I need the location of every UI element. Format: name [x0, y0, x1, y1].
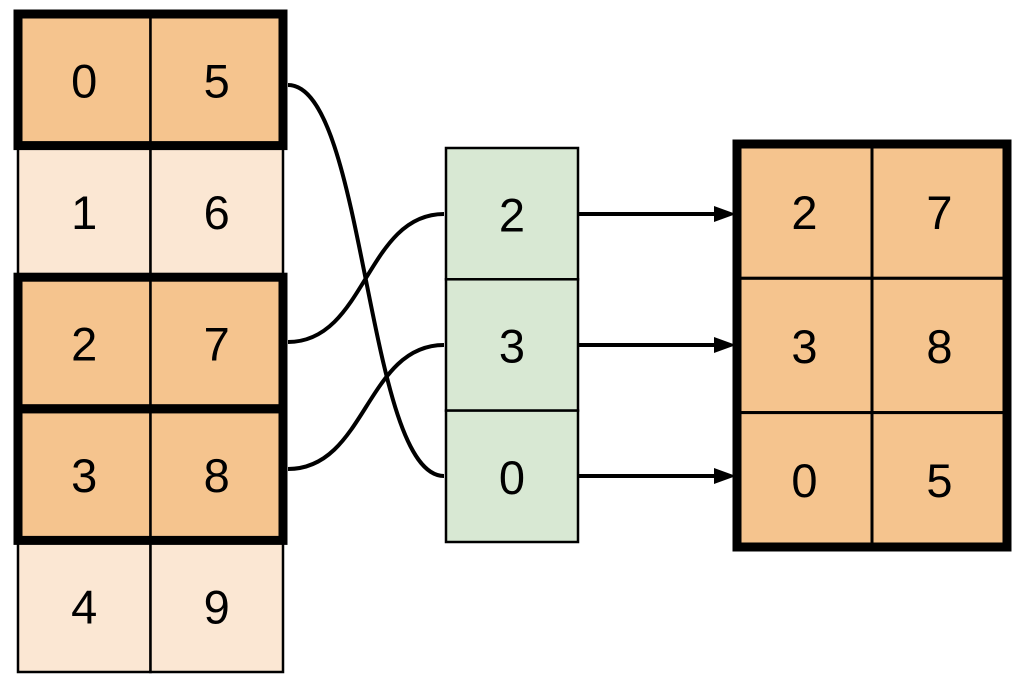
connector-row2-to-index-entry-2	[287, 212, 445, 344]
selection-outline-row-0	[13, 9, 288, 151]
source-value-0-0: 0	[71, 55, 97, 108]
source-cell-3-1	[149, 407, 285, 542]
source-value-2-1: 7	[204, 318, 230, 371]
index-cell-2	[444, 409, 580, 544]
index-to-result-arrows	[579, 206, 736, 484]
source-value-4-0: 4	[71, 581, 97, 634]
source-value-3-1: 8	[204, 449, 230, 502]
result-cell-1-1	[870, 276, 1009, 415]
index-cell-1	[444, 278, 580, 412]
source-cell-4-0	[16, 539, 152, 674]
source-value-0-1: 5	[204, 55, 230, 108]
source-value-4-1: 9	[204, 581, 230, 634]
result-table: 2 7 3 8 0 5	[732, 139, 1012, 552]
source-to-index-connectors	[287, 83, 445, 478]
source-value-1-0: 1	[71, 186, 97, 239]
result-value-2-0: 0	[791, 454, 817, 507]
arrow-head-row-2	[714, 468, 736, 484]
index-value-2: 0	[499, 451, 525, 504]
source-cell-0-1	[149, 12, 285, 147]
source-value-2-0: 2	[71, 318, 97, 371]
result-cell-0-1	[870, 142, 1009, 280]
index-cell-0	[444, 146, 580, 281]
index-value-0: 2	[499, 189, 525, 242]
result-cell-1-0	[735, 276, 874, 415]
result-value-1-0: 3	[791, 320, 817, 373]
source-cell-4-1	[149, 539, 285, 674]
result-value-1-1: 8	[926, 320, 952, 373]
result-value-0-0: 2	[791, 186, 817, 239]
source-value-3-0: 3	[71, 449, 97, 502]
arrow-head-row-1	[714, 337, 736, 353]
source-value-1-1: 6	[204, 186, 230, 239]
result-table-outline	[732, 139, 1012, 552]
source-cell-1-1	[149, 144, 285, 279]
result-value-2-1: 5	[926, 454, 952, 507]
source-cell-2-1	[149, 275, 285, 411]
result-cell-2-1	[870, 411, 1009, 549]
index-value-1: 3	[499, 320, 525, 373]
selection-outline-row-3	[13, 404, 288, 545]
connector-row3-to-index-entry-3	[287, 343, 445, 471]
result-value-0-1: 7	[926, 186, 952, 239]
source-table: 0 5 1 6 2 7 3 8 4 9	[13, 9, 288, 674]
arrow-head-row-0	[714, 206, 736, 222]
source-cell-0-0	[16, 12, 152, 147]
index-column: 2 3 0	[444, 146, 580, 544]
